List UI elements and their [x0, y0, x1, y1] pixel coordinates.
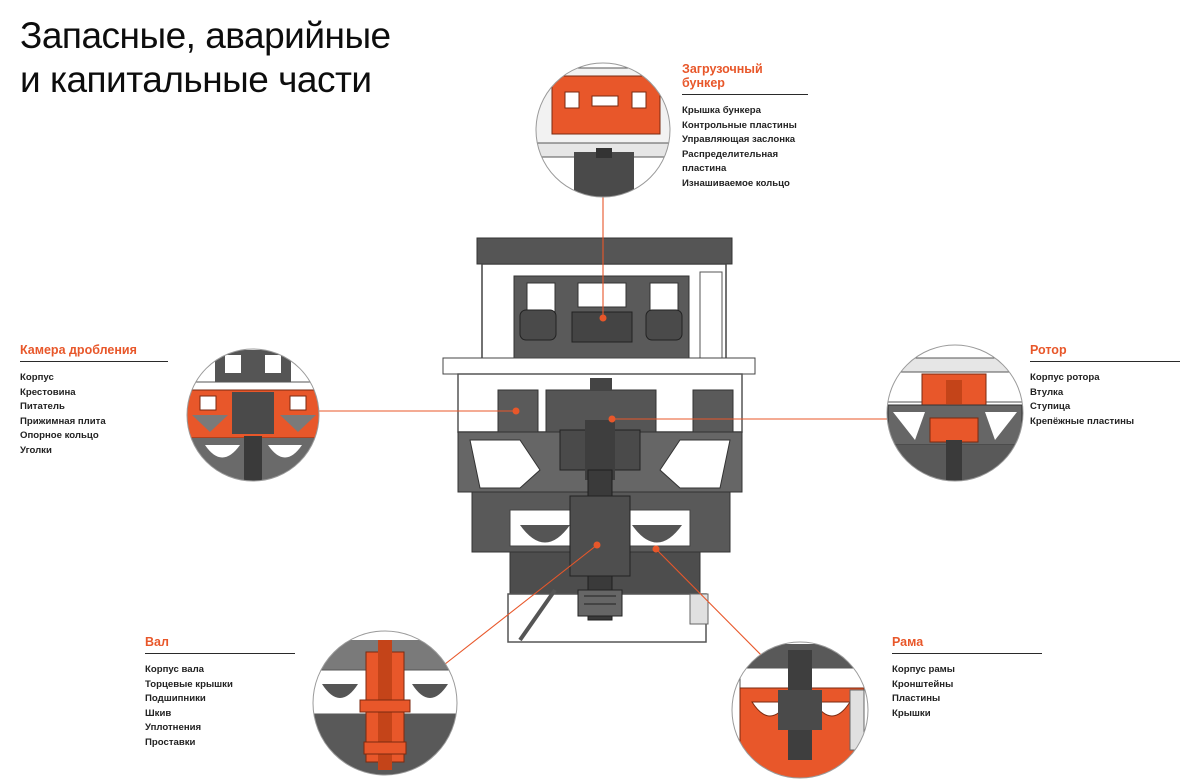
callout-hopper: Загрузочный бункер Крышка бункера Контро… [682, 62, 808, 192]
list-item: Управляющая заслонка [682, 134, 796, 146]
leader-lines [319, 197, 888, 669]
callout-frame: Рама Корпус рамы Кронштейны Пластины Кры… [892, 635, 1042, 721]
page-title: Запасные, аварийные и капитальные части [20, 14, 391, 102]
list-item: Корпус ротора [1030, 372, 1100, 383]
list-item: Корпус [20, 372, 54, 383]
hopper-detail-circle [535, 62, 671, 198]
shaft-detail-circle [312, 630, 458, 776]
list-item: Крышки [892, 707, 931, 719]
list-item: Проставки [145, 736, 196, 748]
frame-leader [655, 548, 771, 665]
list-item: Распределительная пластина [682, 148, 779, 175]
list-item: Крепёжные пластины [1030, 415, 1135, 427]
hopper-parts-list: Крышка бункера Контрольные пластины Упра… [682, 104, 808, 192]
frame-detail-circle [731, 641, 869, 779]
list-item: Изнашиваемое кольцо [682, 177, 790, 189]
shaft-parts-list: Корпус вала Торцевые крышки Подшипники Ш… [145, 663, 295, 751]
frame-parts-list: Корпус рамы Кронштейны Пластины Крышки [892, 663, 1042, 721]
rotor-parts-list: Корпус ротора Втулка Ступица Крепёжные п… [1030, 371, 1180, 429]
list-item: Шкив [145, 707, 172, 719]
list-item: Контрольные пластины [682, 119, 797, 131]
list-item: Кронштейны [892, 678, 954, 690]
chamber-parts-list: Корпус Крестовина Питатель Прижимная пли… [20, 371, 168, 459]
chamber-part [442, 357, 756, 493]
rotor-detail-circle [886, 344, 1024, 482]
list-item: Корпус рамы [892, 664, 955, 675]
title-line-2: и капитальные части [20, 59, 372, 100]
section-title-shaft: Вал [145, 635, 295, 654]
section-title-chamber: Камера дробления [20, 343, 168, 362]
shaft-leader [439, 544, 598, 669]
section-title-frame: Рама [892, 635, 1042, 654]
callout-shaft: Вал Корпус вала Торцевые крышки Подшипни… [145, 635, 295, 751]
crusher-main-drawing [442, 237, 756, 643]
hopper-part [476, 237, 733, 369]
chamber-detail-circle [186, 348, 320, 482]
list-item: Уплотнения [145, 722, 202, 734]
list-item: Торцевые крышки [145, 678, 233, 690]
section-title-rotor: Ротор [1030, 343, 1180, 362]
list-item: Прижимная плита [20, 415, 106, 427]
callout-rotor: Ротор Корпус ротора Втулка Ступица Крепё… [1030, 343, 1180, 429]
list-item: Подшипники [145, 693, 206, 705]
list-item: Уголки [20, 444, 52, 456]
list-item: Опорное кольцо [20, 430, 99, 442]
list-item: Пластины [892, 693, 941, 705]
list-item: Втулка [1030, 386, 1064, 398]
list-item: Крышка бункера [682, 105, 761, 116]
list-item: Питатель [20, 401, 65, 413]
list-item: Крестовина [20, 386, 76, 398]
title-line-1: Запасные, аварийные [20, 15, 391, 56]
section-title-hopper: Загрузочный бункер [682, 62, 808, 95]
callout-chamber: Камера дробления Корпус Крестовина Питат… [20, 343, 168, 459]
list-item: Корпус вала [145, 664, 205, 675]
list-item: Ступица [1030, 401, 1071, 413]
